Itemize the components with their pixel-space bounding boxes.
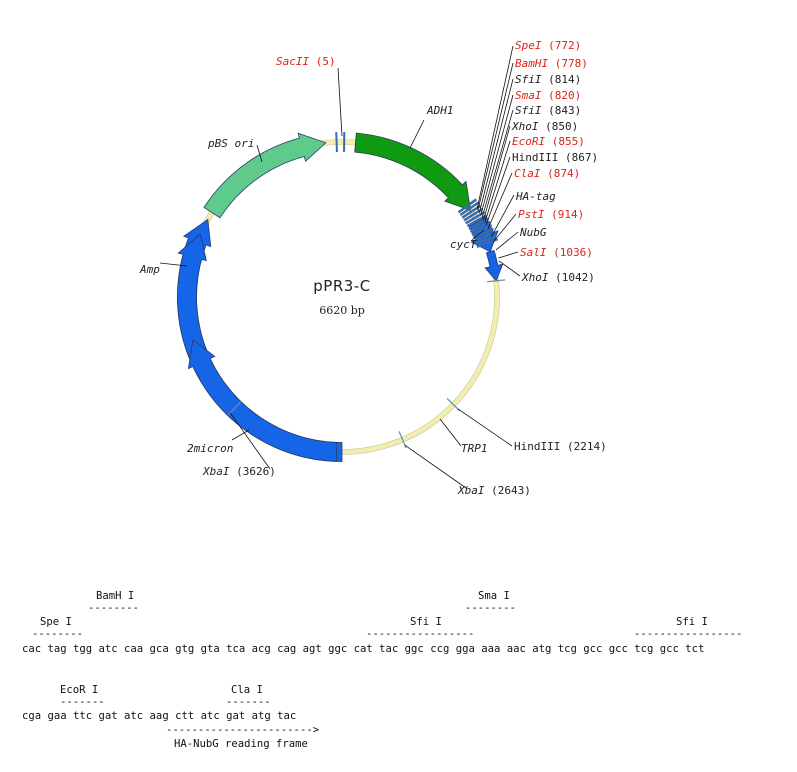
leader-xhoi-1042 [498,260,521,277]
leader-sfii-843 [481,109,514,218]
adh1-arrow [354,132,471,211]
tick-mcs-10 [474,230,496,242]
label-clai: Cla I [231,684,263,696]
site-ticks [159,45,521,489]
leader-smai [480,94,514,216]
underline-smai: -------- [465,602,517,614]
leader-ecori [484,140,511,223]
label-smai: Sma I [478,590,510,602]
leader-trp1 [439,418,462,447]
site-ecori: EcoRI (855) [512,135,585,148]
site-sfii-814: SfiI (814) [515,73,581,86]
label-spei: Spe I [40,616,72,628]
feature-arrows [177,132,504,462]
trp1-arrow [187,338,338,462]
plasmid-map: pPR3-C 6620 bp ADH1 pBS ori Amp 2micron … [139,39,607,497]
underline-sfii-2: ----------------- [634,628,743,640]
plasmid-name: pPR3-C [313,277,370,295]
leader-spei [476,45,514,210]
sequence-row-1: cac tag tgg atc caa gca gtg gta tca acg … [22,643,705,655]
site-sali: SalI (1036) [520,246,593,259]
leader-hindiii-2214 [457,408,513,447]
tick-mcs-11 [475,234,497,245]
underline-bamhi: -------- [88,602,140,614]
label-sfii-2: Sfi I [676,616,708,628]
site-sacii: SacII (5) [276,55,336,68]
leader-xbai-3626 [229,412,271,470]
site-xbai-3626: XbaI (3626) [202,465,276,478]
leader-sacii [337,67,343,137]
leader-cyct [471,229,485,241]
site-xbai-2643: XbaI (2643) [457,484,531,497]
pbs-ori-label: pBS ori [207,137,254,150]
leader-nubg [495,231,519,251]
reading-frame-arrow: -----------------------> [166,724,320,736]
underline-ecori: ------- [60,696,105,708]
leader-ha-tag [490,194,515,237]
tick-sacii-a [335,132,338,153]
site-sfii-843: SfiI (843) [515,104,581,117]
nubg-label: NubG [519,226,547,239]
leader-xhoi-850 [483,125,511,221]
plasmid-size: 6620 bp [319,304,365,317]
tick-mcs-0 [457,198,478,214]
site-spei: SpeI (772) [515,39,581,52]
site-xhoi-850: XhoI (850) [511,120,578,133]
tick-mcs-6 [468,217,489,231]
underline-clai: ------- [226,696,271,708]
leader-hindiii-867 [485,156,511,226]
site-xhoi-1042: XhoI (1042) [521,271,595,284]
label-ecori: EcoR I [60,684,99,696]
sequence-row-2: cga gaa ttc gat atc aag ctt atc gat atg … [22,710,297,722]
tick-mcs-5 [466,214,488,228]
underline-sfii-1: ----------------- [366,628,475,640]
cyct-label: cycT [450,238,478,251]
leader-adh1 [409,119,425,149]
2micron-label: 2micron [187,442,233,455]
site-clai: ClaI (874) [514,167,580,180]
leader-xbai-2643 [404,444,467,489]
reading-frame-label: HA-NubG reading frame [174,738,308,750]
amp-label: Amp [139,263,160,276]
site-bamhi: BamHI (778) [515,57,588,70]
tick-sali [487,279,506,283]
site-hindiii-2214: HindIII (2214) [514,440,607,453]
adh1-label: ADH1 [426,104,454,117]
pbs-ori-arrow [203,132,327,219]
leader-sali [498,251,519,259]
leader-bamhi [477,62,514,211]
tick-xbai-3626 [227,401,242,416]
cyct-arrow [484,249,504,282]
underline-spei: -------- [32,628,84,640]
label-sfii-1: Sfi I [410,616,442,628]
leader-clai [487,172,513,230]
leader-sfii-814 [478,78,514,213]
ha-tag-label: HA-tag [515,190,556,203]
leader-2micron [231,429,250,441]
tick-mcs-1 [459,201,480,217]
leader-psti [492,213,517,243]
label-bamhi: BamH I [96,590,135,602]
site-hindiii-867: HindIII (867) [512,151,598,164]
trp1-label: TRP1 [461,442,488,455]
leader-pbs-ori [256,144,263,163]
leader-amp [159,262,188,267]
site-smai: SmaI (820) [515,89,581,102]
site-psti: PstI (914) [518,208,584,221]
